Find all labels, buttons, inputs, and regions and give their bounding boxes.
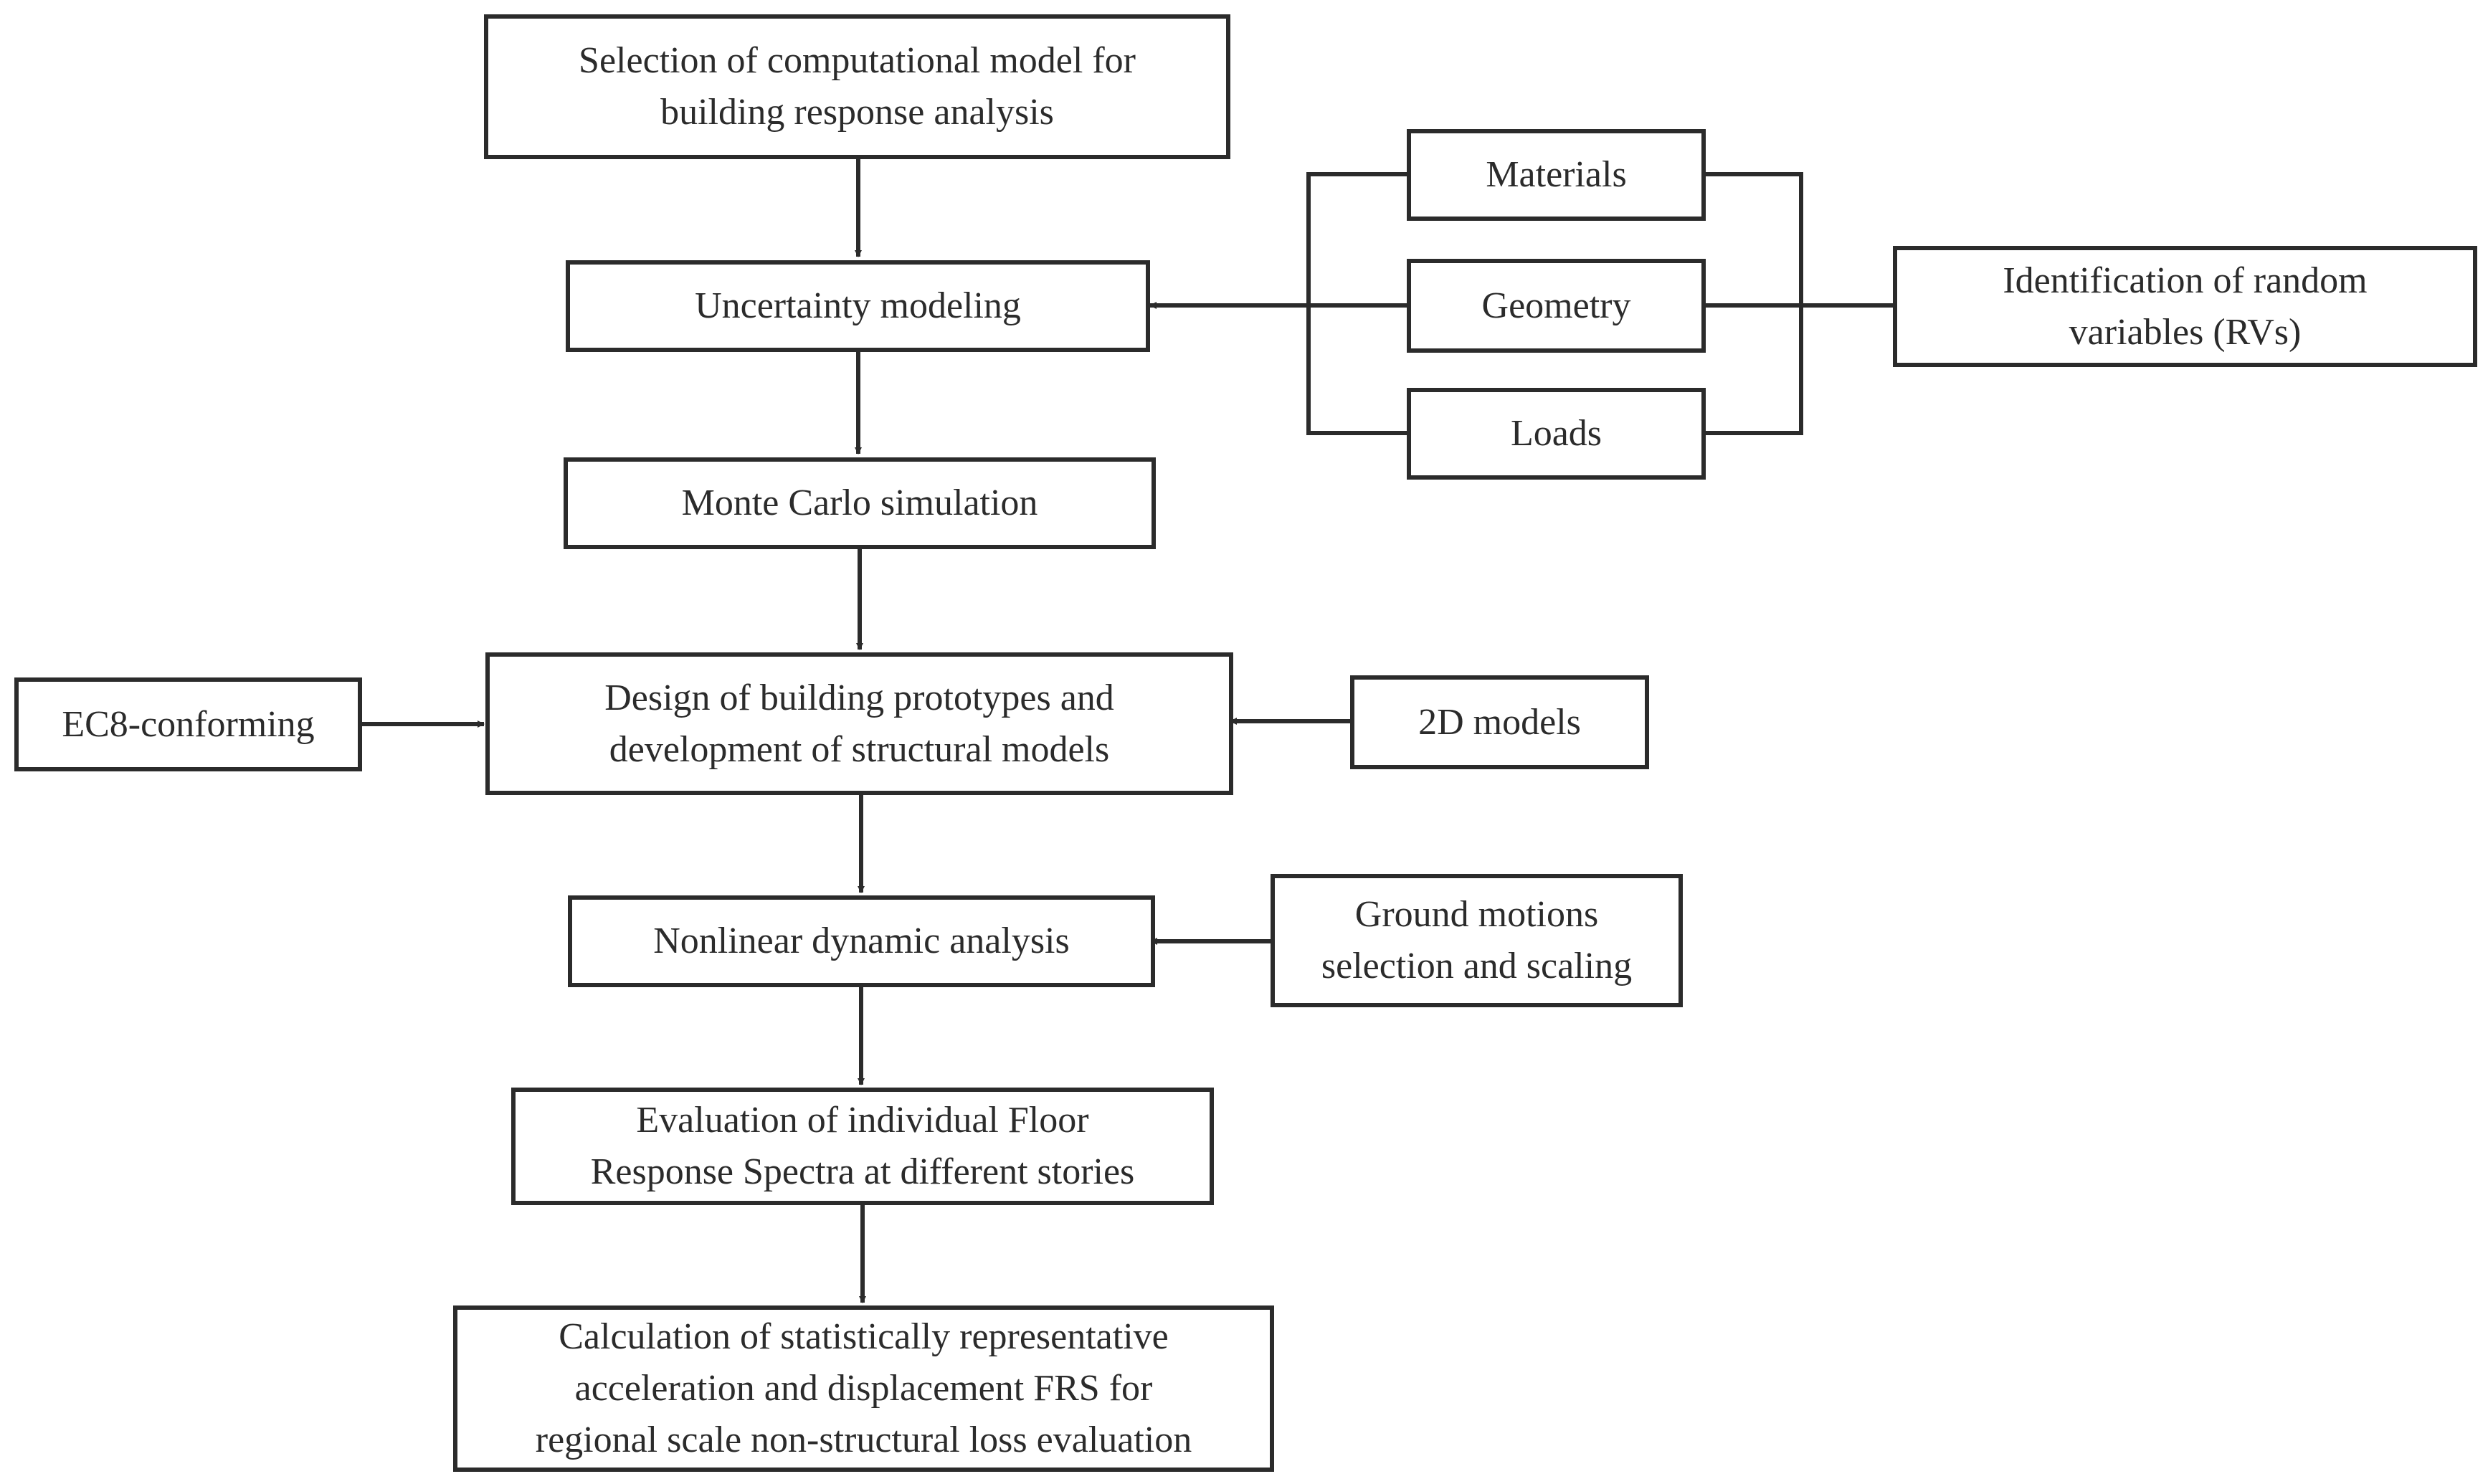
box-selection-computational-model: Selection of computational model for bui… (484, 14, 1230, 159)
box-evaluation-floor-response-spectra: Evaluation of individual Floor Response … (511, 1088, 1214, 1205)
box-line: Loads (1510, 413, 1603, 454)
box-line: Evaluation of individual Floor (636, 1100, 1089, 1141)
box-line: Geometry (1481, 285, 1631, 326)
box-ec8-conforming: EC8-conforming (14, 677, 362, 771)
box-line: acceleration and displacement FRS for (574, 1368, 1153, 1409)
box-line: development of structural models (609, 728, 1110, 770)
box-line: Ground motions (1354, 894, 1599, 935)
box-line: Materials (1486, 154, 1627, 195)
box-nonlinear-dynamic-analysis: Nonlinear dynamic analysis (568, 895, 1155, 987)
box-line: Uncertainty modeling (695, 285, 1021, 326)
box-line: 2D models (1418, 701, 1581, 743)
box-geometry: Geometry (1407, 259, 1706, 353)
box-2d-models: 2D models (1350, 675, 1649, 769)
box-ground-motions: Ground motions selection and scaling (1271, 874, 1683, 1007)
box-line: Design of building prototypes and (604, 677, 1114, 718)
box-materials: Materials (1407, 129, 1706, 221)
box-line: Selection of computational model for (579, 40, 1136, 81)
box-line: variables (RVs) (2069, 311, 2302, 353)
box-line: Calculation of statistically representat… (559, 1316, 1169, 1357)
box-design-building-prototypes: Design of building prototypes and develo… (485, 652, 1233, 795)
box-uncertainty-modeling: Uncertainty modeling (566, 260, 1150, 352)
box-line: Monte Carlo simulation (681, 482, 1038, 523)
box-line: selection and scaling (1321, 946, 1633, 986)
box-monte-carlo-simulation: Monte Carlo simulation (564, 457, 1156, 549)
box-line: building response analysis (660, 92, 1054, 133)
box-line: EC8-conforming (62, 703, 315, 745)
box-line: Identification of random (2003, 260, 2368, 301)
box-line: regional scale non-structural loss evalu… (535, 1419, 1192, 1460)
box-line: Response Spectra at different stories (590, 1151, 1135, 1192)
box-line: Nonlinear dynamic analysis (653, 921, 1070, 961)
box-calculation-frs: Calculation of statistically representat… (453, 1305, 1274, 1472)
box-identification-random-variables: Identification of random variables (RVs) (1893, 246, 2477, 367)
box-loads: Loads (1407, 388, 1706, 480)
